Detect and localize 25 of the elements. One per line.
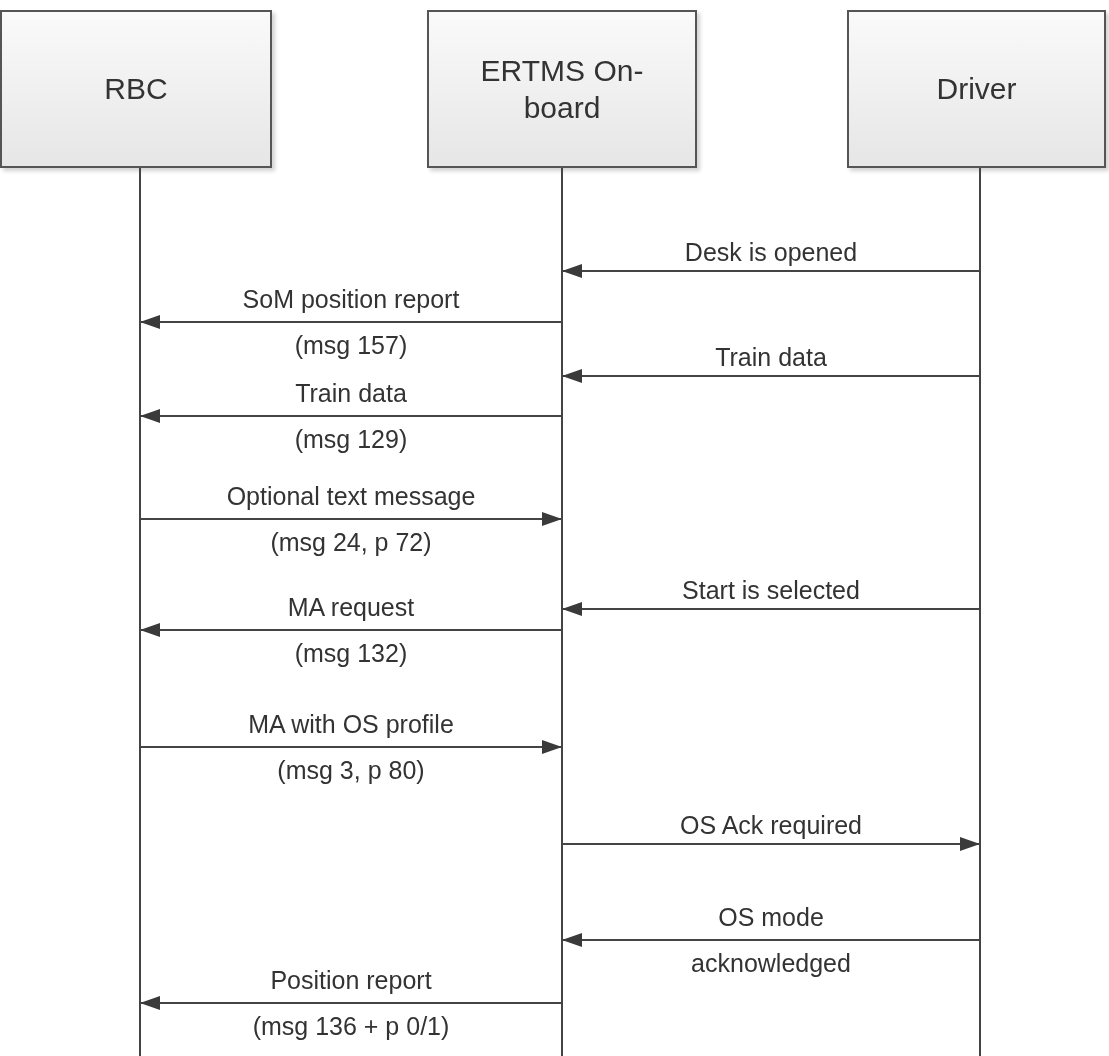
message-arrow: [561, 602, 981, 616]
message-arrow: [139, 740, 563, 754]
message-label: SoM position report (msg 157): [242, 284, 460, 361]
message-label: OS mode acknowledged: [691, 902, 851, 979]
message-arrow: [139, 315, 563, 329]
message-arrow: [561, 369, 981, 383]
message-label: Desk is opened: [684, 237, 858, 267]
message-label: MA request (msg 132): [287, 592, 415, 669]
participant-name: ERTMS On-board: [479, 52, 645, 126]
message-arrow: [139, 996, 563, 1010]
message-arrow: [139, 512, 563, 526]
message-label: Position report (msg 136 + p 0/1): [252, 965, 450, 1042]
message-label: Start is selected: [682, 575, 860, 605]
message-arrow: [139, 623, 563, 637]
participant-name: RBC: [104, 71, 168, 108]
message-arrow: [561, 933, 981, 947]
message-label: Train data: [715, 342, 827, 372]
message-arrow: [561, 264, 981, 278]
message-label: OS Ack required: [680, 810, 862, 840]
participant-name: Driver: [936, 71, 1017, 108]
message-arrow: [139, 409, 563, 423]
message-arrow: [561, 837, 981, 851]
message-label: Train data (msg 129): [294, 378, 408, 455]
message-label: Optional text message (msg 24, p 72): [226, 481, 476, 558]
message-label: MA with OS profile (msg 3, p 80): [248, 709, 454, 786]
